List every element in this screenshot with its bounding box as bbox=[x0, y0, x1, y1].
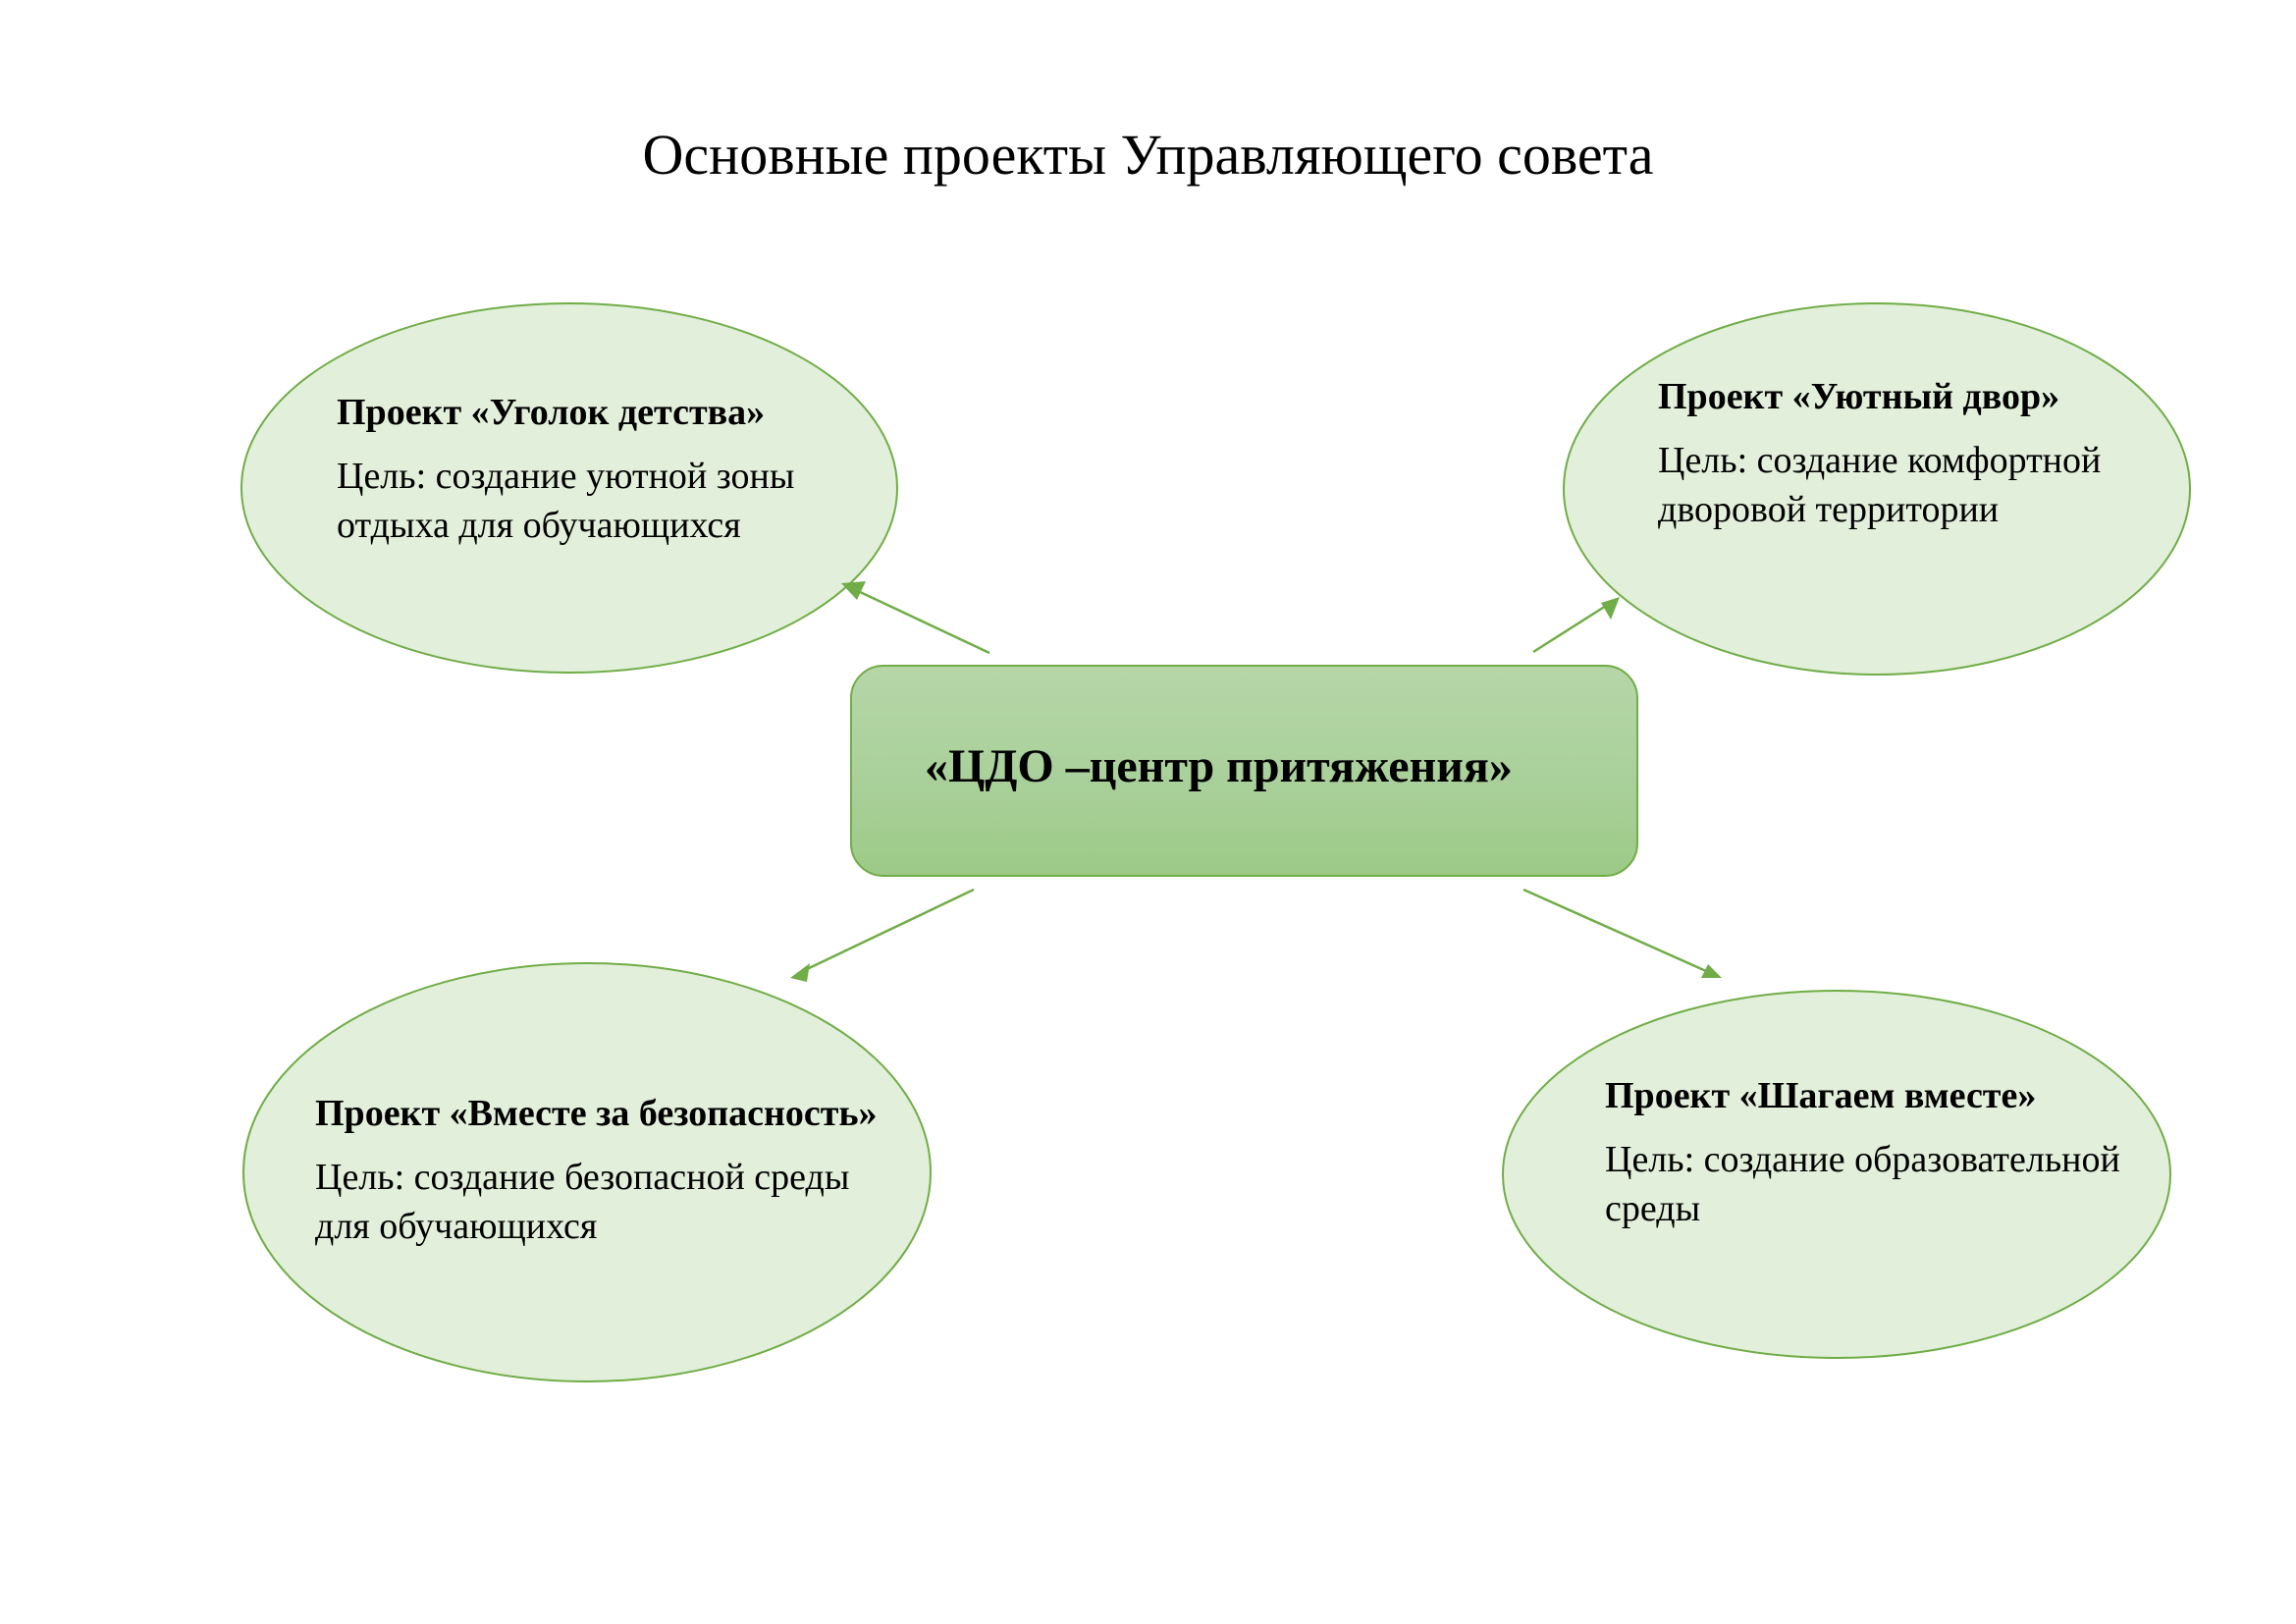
project-ellipse-bottom-left bbox=[242, 962, 932, 1382]
project-ellipse-top-right bbox=[1563, 302, 2191, 676]
project-node-bottom-right: Проект «Шагаем вместе» Цель: создание об… bbox=[1605, 1072, 2155, 1233]
project-title: Проект «Вместе за безопасность» bbox=[315, 1093, 878, 1134]
arrow-to-top-right bbox=[1532, 597, 1620, 654]
arrow-to-bottom-left bbox=[790, 888, 975, 982]
center-node-label: «ЦДО –центр притяжения» bbox=[925, 740, 1513, 792]
project-title: Проект «Шагаем вместе» bbox=[1605, 1075, 2037, 1116]
project-goal: Цель: создание образовательной среды bbox=[1605, 1139, 2120, 1229]
arrow-to-bottom-right bbox=[1522, 888, 1722, 978]
project-goal: Цель: создание безопасной среды для обуч… bbox=[315, 1157, 850, 1247]
page-title: Основные проекты Управляющего совета bbox=[642, 123, 1654, 187]
arrow-to-top-left bbox=[841, 581, 990, 655]
project-ellipse-top-left bbox=[240, 302, 898, 674]
project-title: Проект «Уголок детства» bbox=[337, 392, 766, 433]
project-goal: Цель: создание комфортной дворовой терри… bbox=[1658, 440, 2102, 530]
center-node: «ЦДО –центр притяжения» bbox=[850, 665, 1638, 877]
project-ellipse-bottom-right bbox=[1502, 990, 2171, 1359]
project-node-top-right: Проект «Уютный двор» Цель: создание комф… bbox=[1658, 373, 2149, 534]
project-node-bottom-left: Проект «Вместе за безопасность» Цель: со… bbox=[315, 1090, 884, 1251]
project-node-top-left: Проект «Уголок детства» Цель: создание у… bbox=[337, 389, 847, 550]
project-title: Проект «Уютный двор» bbox=[1658, 376, 2060, 417]
project-goal: Цель: создание уютной зоны отдыха для об… bbox=[337, 456, 795, 546]
